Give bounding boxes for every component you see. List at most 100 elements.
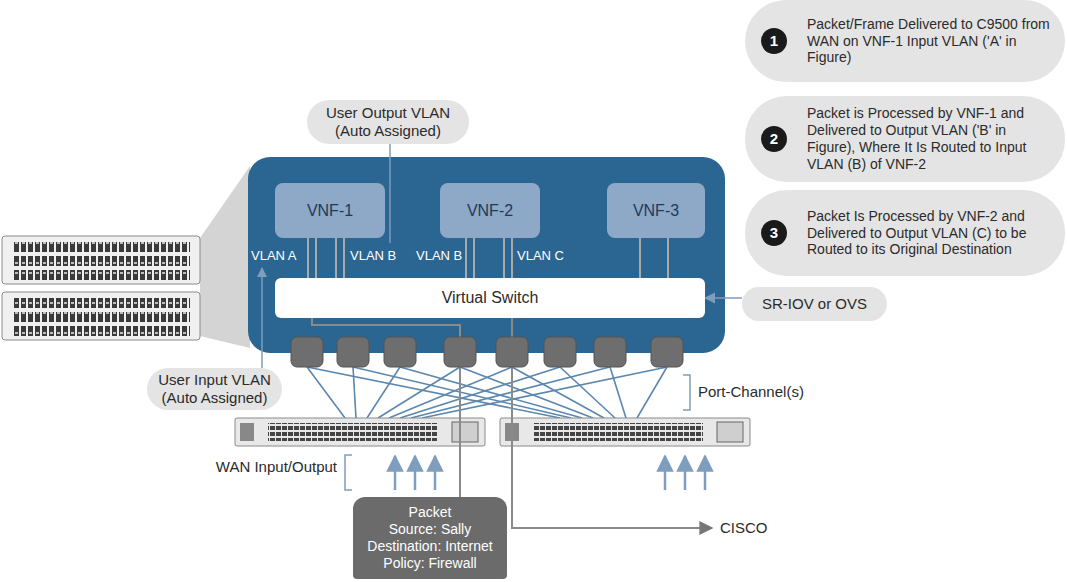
node-text: SR-IOV or OVS <box>762 295 867 313</box>
drawing-part <box>353 367 356 418</box>
drawing-part <box>240 423 254 441</box>
port-channel-links <box>307 367 667 418</box>
drawing-part <box>389 144 391 243</box>
callout-number-text: 1 <box>770 32 778 50</box>
drawing-part <box>533 423 703 441</box>
switch-left <box>235 418 485 446</box>
callout-text: Packet is Processed by VNF-1 and Deliver… <box>807 105 1051 172</box>
drawing-part <box>503 238 505 278</box>
drawing-part <box>411 367 610 418</box>
drawing-part <box>664 456 667 490</box>
note-bubble: User Output VLAN (Auto Assigned) <box>307 100 469 144</box>
drawing-part <box>307 367 560 418</box>
virtual-switch: Virtual Switch <box>275 278 705 318</box>
packet-text: Policy: Firewall <box>383 555 476 572</box>
vlan-label: VLAN C <box>517 248 564 263</box>
vlan-label: VLAN B <box>350 248 396 263</box>
vlan-label: VLAN A <box>251 248 297 263</box>
drawing-part <box>394 456 397 490</box>
drawing-part <box>378 367 460 418</box>
drawing-part <box>248 157 725 353</box>
drawing-part <box>12 270 190 280</box>
vnf-label: VNF-1 <box>307 202 353 220</box>
vnf-box: VNF-2 <box>440 183 540 238</box>
server-rack <box>2 236 200 340</box>
drawing-part <box>667 238 669 278</box>
drawing-part <box>434 456 437 490</box>
drawing-part <box>651 337 683 367</box>
vnf-label: VNF-2 <box>467 202 513 220</box>
callout-text: Packet Is Processed by VNF-2 and Deliver… <box>807 208 1051 258</box>
drawing-part <box>400 367 560 418</box>
drawing-part <box>307 238 309 278</box>
drawing-part <box>683 375 690 410</box>
drawing-part <box>560 367 615 418</box>
drawing-part <box>465 238 467 278</box>
drawing-part <box>235 418 485 446</box>
note-bubble: SR-IOV or OVS <box>742 287 887 321</box>
callout-bubble: Packet Is Processed by VNF-2 and Deliver… <box>745 190 1065 276</box>
drawing-part <box>511 238 513 278</box>
server-wedge <box>200 166 250 348</box>
drawing-part <box>337 337 369 367</box>
bracket-label: Port-Channel(s) <box>698 383 804 400</box>
switch-ports <box>291 337 683 367</box>
connector-arrow <box>705 297 742 299</box>
drawing-part <box>496 337 528 367</box>
vnf-label: VNF-3 <box>633 202 679 220</box>
note-bubble: User Input VLAN (Auto Assigned) <box>147 368 282 410</box>
node-text: User Input VLAN (Auto Assigned) <box>155 371 274 407</box>
packet-box: PacketSource: SallyDestination: Internet… <box>353 497 507 579</box>
packet-text: Source: Sally <box>389 521 471 538</box>
host-box <box>248 157 725 353</box>
packet-text: Packet <box>409 504 452 521</box>
drawing-part <box>594 337 626 367</box>
drawing-part <box>367 367 400 418</box>
packet-text: Destination: Internet <box>367 538 492 555</box>
callout-bubble: Packet is Processed by VNF-1 and Deliver… <box>745 96 1065 182</box>
drawing-part <box>384 337 416 367</box>
drawing-part <box>512 367 604 418</box>
drawing-part <box>452 422 478 442</box>
drawing-part <box>291 337 323 367</box>
vnf-box: VNF-1 <box>275 183 385 238</box>
callout-number: 2 <box>761 126 787 152</box>
drawing-part <box>422 367 667 418</box>
drawing-part <box>544 337 576 367</box>
drawing-part <box>268 423 438 441</box>
destination-label: CISCO <box>720 519 768 536</box>
callout-bubble: Packet/Frame Delivered to C9500 from WAN… <box>745 0 1065 82</box>
drawing-part <box>2 292 200 340</box>
node-text: User Output VLAN (Auto Assigned) <box>315 104 461 140</box>
drawing-part <box>704 456 707 490</box>
drawing-part <box>684 456 687 490</box>
wan-arrows <box>395 456 705 490</box>
drawing-part <box>400 367 582 418</box>
callout-number: 1 <box>761 28 787 54</box>
drawing-part <box>307 367 345 418</box>
drawing-part <box>414 456 417 490</box>
drawing-part <box>444 337 476 367</box>
drawing-part <box>12 242 190 252</box>
drawing-part <box>12 298 190 308</box>
vnf-box: VNF-3 <box>607 183 705 238</box>
drawing-part <box>12 326 190 336</box>
drawing-part <box>473 238 475 278</box>
drawing-part <box>12 256 190 266</box>
callout-number-text: 3 <box>770 224 778 242</box>
drawing-part <box>335 238 337 278</box>
callout-text: Packet/Frame Delivered to C9500 from WAN… <box>807 16 1051 66</box>
vnf-links <box>308 238 668 278</box>
bracket-label: WAN Input/Output <box>216 458 337 475</box>
drawing-part <box>12 312 190 322</box>
drawing-part <box>261 268 263 368</box>
callout-number-text: 2 <box>770 130 778 148</box>
brackets <box>345 375 690 490</box>
drawing-part <box>512 318 712 528</box>
node-text: Virtual Switch <box>442 289 539 307</box>
drawing-part <box>637 367 667 418</box>
drawing-part <box>717 422 743 442</box>
drawing-part <box>389 367 512 418</box>
vlan-label: VLAN B <box>416 248 462 263</box>
